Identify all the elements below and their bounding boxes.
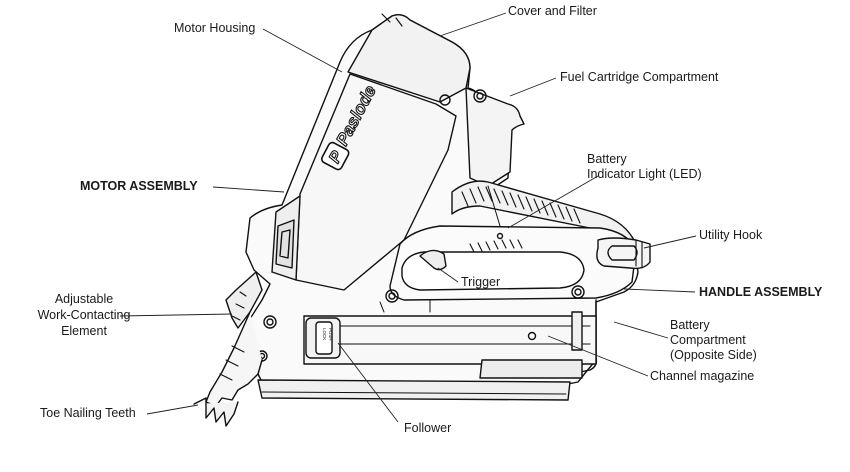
label-fuel-cartridge-compartment: Fuel Cartridge Compartment	[560, 70, 719, 84]
svg-text:PUSH: PUSH	[328, 328, 333, 341]
label-battery-compartment-line2: Compartment	[670, 333, 746, 347]
label-adjustable-line1: Adjustable	[54, 292, 114, 306]
label-toe-nailing-teeth: Toe Nailing Teeth	[40, 406, 136, 420]
cover-filter-shape	[347, 13, 471, 103]
label-channel-magazine: Channel magazine	[650, 369, 755, 383]
leader-lines	[119, 12, 697, 423]
toe-nailing-teeth-shape	[193, 397, 239, 427]
trigger-shape	[419, 249, 447, 271]
fuel-cartridge-shape	[465, 87, 525, 187]
label-battery-indicator-line2: Indicator Light (LED)	[587, 167, 702, 181]
label-cover-and-filter: Cover and Filter	[508, 4, 597, 18]
work-contacting-element-shape	[225, 271, 263, 329]
label-battery-compartment-line3: (Opposite Side)	[670, 348, 757, 362]
label-motor-housing: Motor Housing	[174, 21, 256, 35]
label-utility-hook: Utility Hook	[699, 228, 763, 242]
follower-push-lock-text: PUSH LOCK	[322, 328, 333, 341]
label-battery-compartment-line1: Battery	[670, 318, 710, 332]
label-motor-assembly: MOTOR ASSEMBLY	[80, 179, 198, 193]
trigger-window-shape	[401, 251, 585, 291]
label-handle-assembly: HANDLE ASSEMBLY	[699, 285, 823, 299]
svg-text:LOCK: LOCK	[322, 328, 327, 340]
channel-magazine-shape	[303, 315, 597, 365]
label-follower: Follower	[404, 421, 452, 435]
label-battery-indicator-line1: Battery	[587, 152, 627, 166]
label-trigger: Trigger	[461, 275, 501, 289]
label-adjustable-line2: Work-Contacting	[37, 308, 131, 322]
label-adjustable-line3: Element	[61, 324, 107, 338]
